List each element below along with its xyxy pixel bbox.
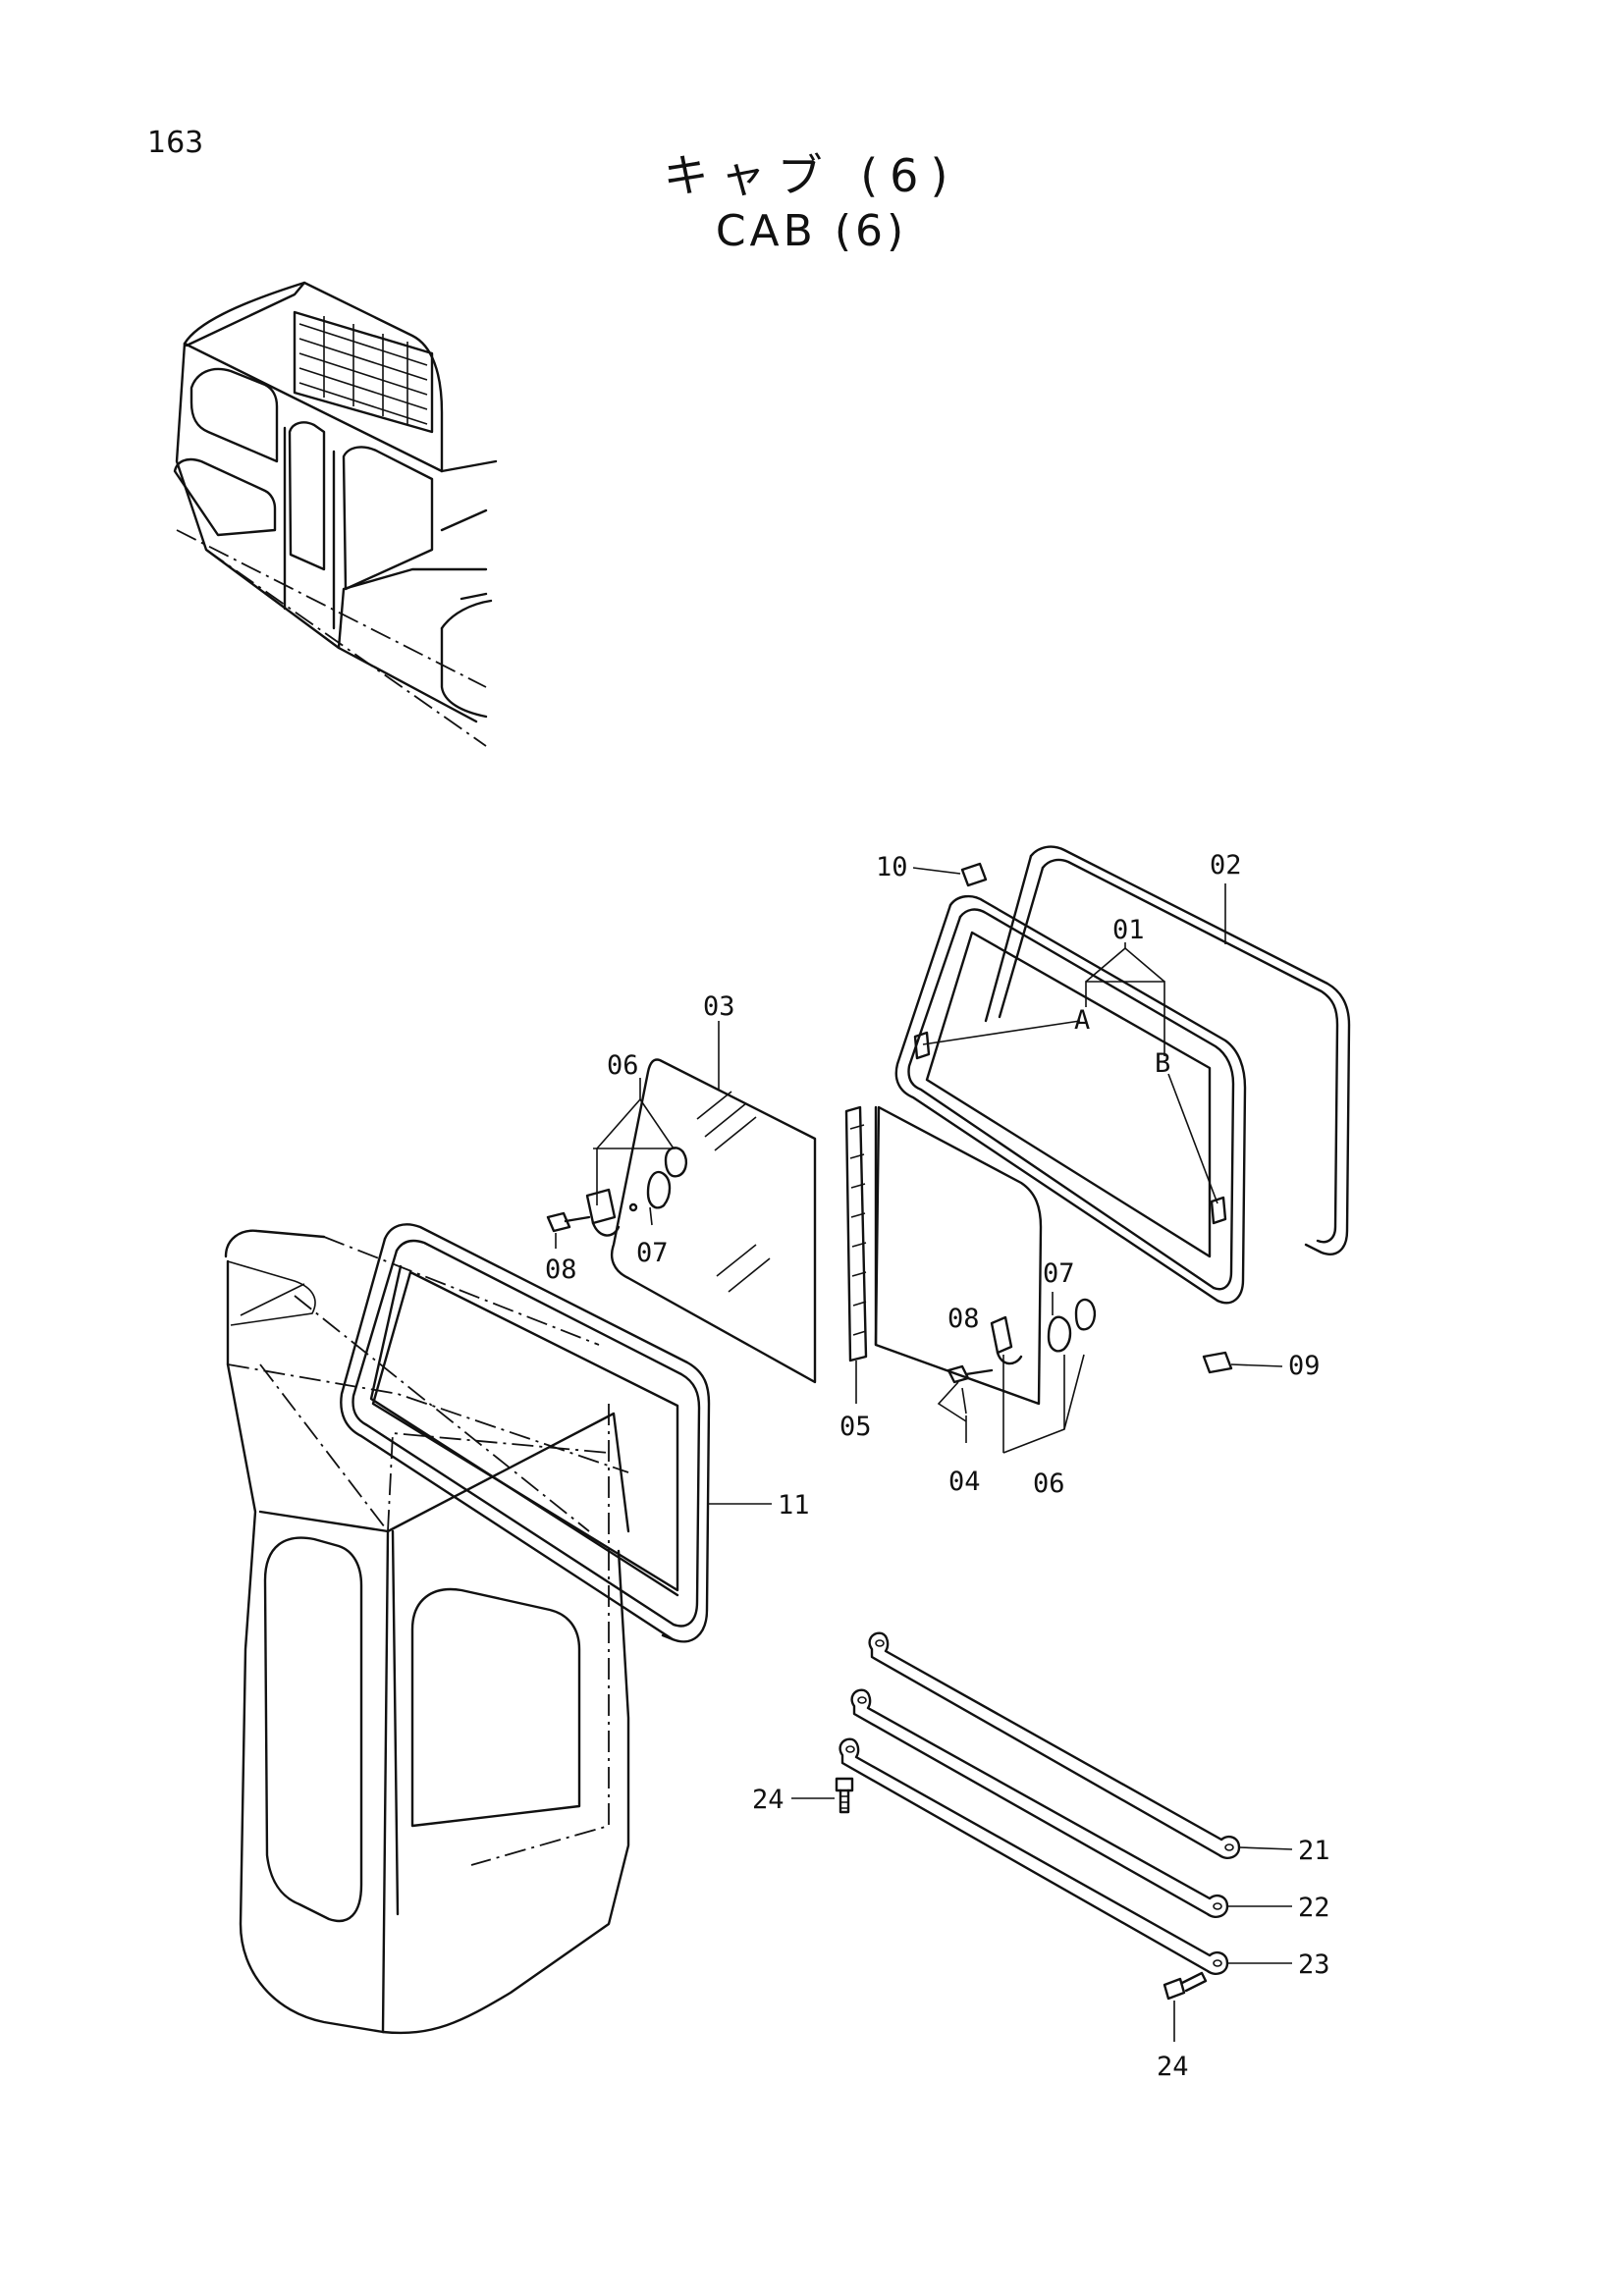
callout-11: 11 xyxy=(778,1490,810,1521)
link-rod-icon xyxy=(839,1631,1293,1975)
callout-07b: 07 xyxy=(1043,1258,1075,1289)
bolt-icon xyxy=(791,1777,1208,2042)
callout-08b: 08 xyxy=(947,1304,980,1334)
callout-01: 01 xyxy=(1112,915,1145,945)
sliding-frame-icon xyxy=(894,894,1247,1305)
cab-body-icon xyxy=(224,1229,630,2035)
latch-left-icon xyxy=(546,1078,688,1249)
callout-B: B xyxy=(1155,1048,1170,1079)
glass-panel-icon xyxy=(610,1021,817,1384)
stopper-top-icon xyxy=(912,862,988,887)
callout-06b: 06 xyxy=(1033,1468,1065,1499)
rail-icon xyxy=(844,1105,868,1404)
callout-02: 02 xyxy=(1210,850,1242,881)
callout-06a: 06 xyxy=(607,1050,639,1081)
callout-24b: 24 xyxy=(1157,2052,1189,2082)
stopper-bottom-icon xyxy=(1202,1351,1283,1374)
page-number: 163 xyxy=(147,126,204,160)
callout-09: 09 xyxy=(1288,1351,1321,1381)
outer-seal-icon xyxy=(984,845,1351,1255)
grille-icon xyxy=(293,310,434,434)
title-block: キャブ (6) CAB (6) xyxy=(0,147,1623,259)
callout-05: 05 xyxy=(839,1412,872,1442)
callout-03: 03 xyxy=(703,991,735,1022)
callout-22: 22 xyxy=(1298,1893,1330,1923)
window-seal-icon xyxy=(340,1223,772,1643)
title-japanese: キャブ (6) xyxy=(663,149,960,202)
title-english: CAB (6) xyxy=(715,206,908,256)
latch-right-icon xyxy=(1002,1292,1097,1454)
callout-07a: 07 xyxy=(636,1238,669,1268)
callout-A: A xyxy=(1074,1005,1090,1036)
callout-04: 04 xyxy=(948,1467,981,1497)
callout-23: 23 xyxy=(1298,1949,1330,1980)
cab-overview-icon xyxy=(173,281,498,747)
callout-10: 10 xyxy=(876,852,908,882)
sliding-glass-icon xyxy=(874,1105,1043,1443)
callout-21: 21 xyxy=(1298,1836,1330,1866)
callout-08a: 08 xyxy=(545,1255,577,1285)
callout-24a: 24 xyxy=(752,1785,784,1815)
